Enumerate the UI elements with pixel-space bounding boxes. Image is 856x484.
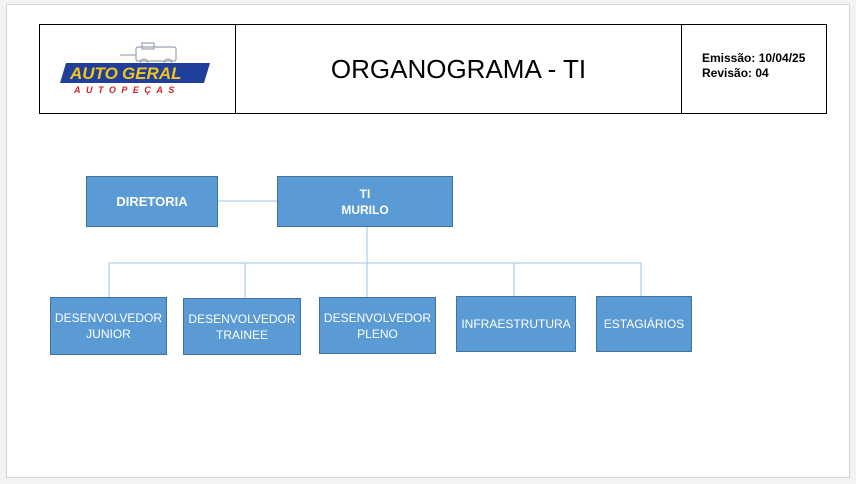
logo-text-autopecas: AUTOPEÇAS bbox=[73, 85, 180, 95]
document-meta: Emissão: 10/04/25 Revisão: 04 bbox=[682, 25, 826, 113]
org-box-label-line2: MURILO bbox=[341, 202, 389, 217]
org-box-desenvolvedor-trainee: DESENVOLVEDOR TRAINEE bbox=[183, 298, 301, 355]
org-box-label-line1: DESENVOLVEDOR bbox=[323, 310, 432, 325]
logo-banner bbox=[60, 63, 210, 83]
org-box-infraestrutura: INFRAESTRUTURA bbox=[456, 296, 576, 352]
auto-geral-logo: AUTO GERAL AUTOPEÇAS bbox=[60, 42, 210, 95]
org-box-ti: TI MURILO bbox=[277, 176, 453, 227]
revision-number: Revisão: 04 bbox=[702, 66, 769, 80]
org-box-label: DIRETORIA bbox=[116, 193, 188, 209]
org-box-estagiarios: ESTAGIÁRIOS bbox=[596, 296, 692, 352]
org-box-label-line1: TI bbox=[359, 186, 371, 201]
header-table: AUTO GERAL AUTOPEÇAS ORGANOGRAMA - TI Em… bbox=[39, 24, 827, 114]
org-box-label-line1: DESENVOLVEDOR bbox=[188, 311, 296, 326]
logo-cell: AUTO GERAL AUTOPEÇAS bbox=[40, 25, 236, 113]
page-title: ORGANOGRAMA - TI bbox=[236, 25, 682, 113]
logo-text-auto: AUTO bbox=[69, 64, 118, 83]
org-box-desenvolvedor-pleno: DESENVOLVEDOR PLENO bbox=[319, 297, 436, 354]
org-box-label-line1: INFRAESTRUTURA bbox=[461, 317, 571, 331]
org-box-label-line1: DESENVOLVEDOR bbox=[54, 311, 163, 325]
org-box-diretoria: DIRETORIA bbox=[86, 176, 218, 227]
emission-date: Emissão: 10/04/25 bbox=[702, 51, 806, 65]
logo-text-geral: GERAL bbox=[122, 64, 182, 83]
org-box-label-line2: JUNIOR bbox=[86, 327, 131, 341]
org-box-label-line2: PLENO bbox=[357, 326, 398, 341]
org-box-label-line1: ESTAGIÁRIOS bbox=[603, 317, 685, 331]
org-box-label-line2: TRAINEE bbox=[215, 327, 268, 342]
org-box-desenvolvedor-junior: DESENVOLVEDOR JUNIOR bbox=[50, 297, 167, 355]
